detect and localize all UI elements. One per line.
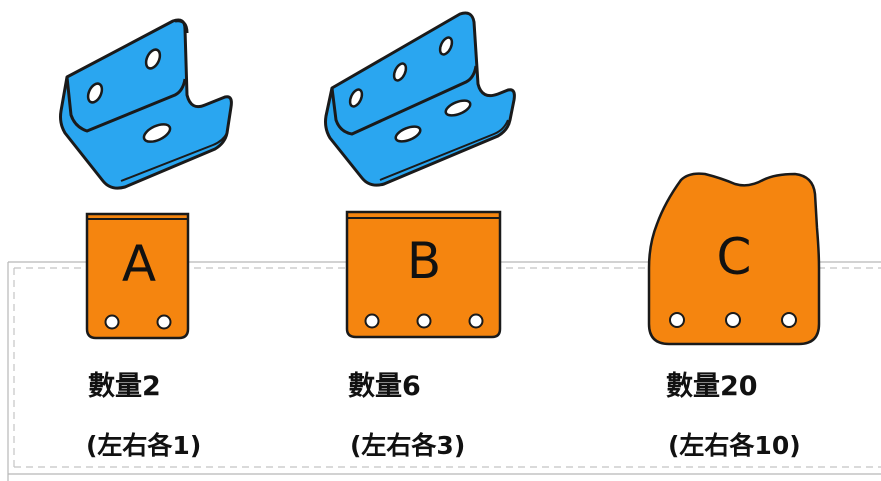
plate-b-quantity: 數量6 — [348, 371, 421, 402]
plate-b-holes — [364, 313, 484, 329]
plate-a-letter: A — [121, 235, 157, 293]
mounting-hole — [416, 313, 432, 329]
plate-c — [647, 172, 821, 346]
mounting-hole — [104, 314, 120, 330]
plate-c-holes — [669, 312, 797, 328]
plate-a-quantity: 數量2 — [88, 371, 161, 402]
plate-b-split: (左右各3) — [350, 431, 466, 460]
mounting-hole — [156, 314, 172, 330]
plate-b-letter: B — [406, 232, 442, 290]
mounting-hole — [468, 313, 484, 329]
plate-c-quantity: 數量20 — [666, 371, 758, 402]
bracket-b-illustration — [324, 11, 516, 187]
mounting-hole — [364, 313, 380, 329]
plate-a-holes — [104, 314, 172, 330]
plate-b — [345, 210, 502, 339]
plate-c-letter: C — [716, 228, 752, 286]
plate-a — [85, 212, 190, 340]
mounting-hole — [781, 312, 797, 328]
mounting-hole — [669, 312, 685, 328]
bracket-a-illustration — [59, 18, 233, 190]
plate-a-split: (左右各1) — [86, 431, 202, 460]
plate-c-split: (左右各10) — [668, 431, 801, 460]
mounting-hole — [725, 312, 741, 328]
